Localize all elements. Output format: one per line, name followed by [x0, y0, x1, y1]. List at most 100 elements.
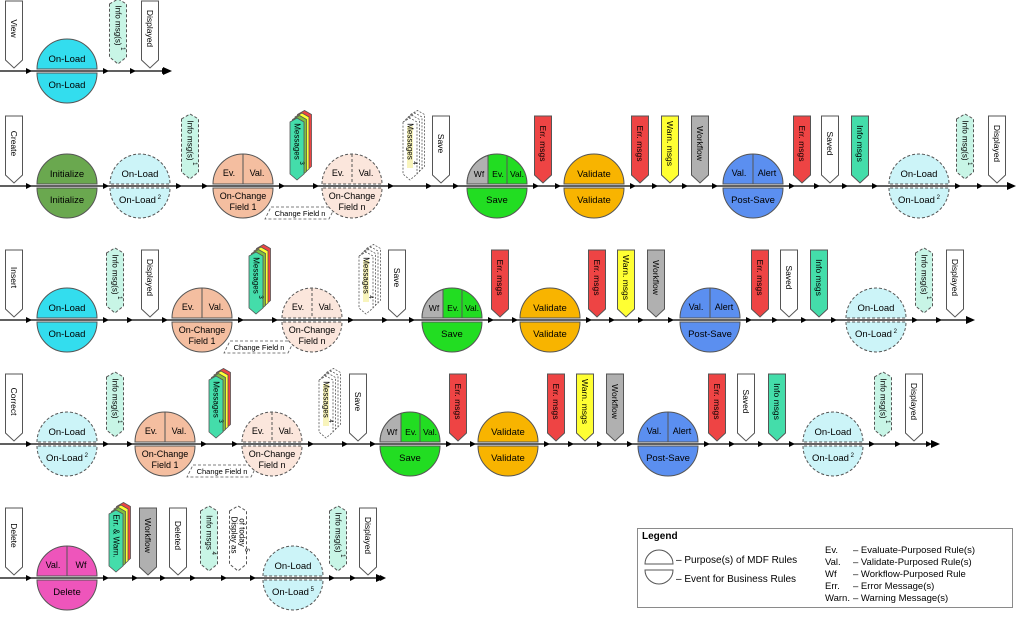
note-label: Info msg(s) 1	[111, 378, 123, 424]
message-note	[329, 505, 347, 572]
banner-label-err-msgs: Err. msgs	[712, 384, 722, 420]
event-label: Validate	[533, 329, 567, 340]
arrow-head	[627, 441, 633, 447]
purpose-label: On-Load	[49, 54, 86, 65]
purpose-label: Ev.	[182, 302, 194, 312]
banner-label-err-msgs: Err. msgs	[495, 260, 505, 296]
rule-event-half	[679, 321, 741, 353]
arrow-head	[544, 441, 550, 447]
change-field-label: Change Field n	[197, 467, 248, 476]
arrow-head	[955, 183, 961, 189]
arrow-head	[568, 441, 574, 447]
legend-purpose: – Purpose(s) of MDF Rules	[676, 555, 798, 566]
message-note	[229, 505, 247, 572]
rule-event-half	[722, 187, 784, 219]
arrow-head	[758, 441, 764, 447]
step-correct-6: Messages 4	[318, 368, 348, 447]
legend-box: Legend – Purpose(s) of MDF Rules – Event…	[637, 528, 1013, 608]
step-view-3: Displayed	[141, 0, 168, 74]
banner-label-warn-msgs: Warn. msgs	[665, 121, 675, 166]
purpose-label: Wf	[429, 303, 440, 313]
step-banner	[780, 249, 798, 318]
purpose-label: Val.	[319, 302, 334, 312]
note-label: Info msg(s) 1	[920, 254, 932, 300]
rule-purpose-half	[36, 287, 98, 319]
event-label: On-Change	[142, 449, 189, 459]
event-label: On-Change	[289, 325, 336, 335]
event-label: Field n	[338, 202, 365, 212]
step-banner	[491, 249, 509, 318]
banner-label-saved: Saved	[784, 265, 794, 289]
step-correct-20: Displayed	[905, 373, 932, 447]
rule-event-half	[171, 321, 233, 353]
arrow-head	[814, 183, 820, 189]
flow-end-arrow	[376, 574, 385, 582]
event-label: Post-Save	[731, 195, 775, 206]
purpose-label: Val.	[732, 168, 747, 178]
banner-label-info-msgs: Info msgs	[855, 125, 865, 162]
arrow-head	[872, 183, 878, 189]
change-field-label: Change Field n	[234, 343, 285, 352]
banner-label-err-msgs: Err. msgs	[538, 126, 548, 162]
step-banner	[576, 373, 594, 442]
step-insert-16: Err. msgs	[751, 249, 778, 323]
banner-label-view: View	[9, 19, 19, 38]
arrow-head	[132, 575, 138, 581]
purpose-label: On-Load	[815, 427, 852, 438]
arrow-head	[127, 317, 133, 323]
step-banner	[647, 249, 665, 318]
arrow-head	[350, 575, 356, 581]
arrow-head	[221, 575, 227, 581]
step-create-13: Warn. msgs	[661, 115, 688, 189]
arrow-head	[488, 317, 494, 323]
banner-label-correct: Correct	[9, 388, 19, 417]
step-create-12: Err. msgs	[631, 115, 658, 189]
step-banner	[708, 373, 726, 442]
rule-event-half	[466, 187, 528, 219]
rule-purpose-half	[845, 287, 907, 319]
step-banner	[359, 507, 377, 576]
purpose-label: Validate	[577, 169, 611, 180]
banner-label-displayed: Displayed	[363, 517, 373, 555]
step-create-3: Info msg(s) 1	[181, 113, 208, 189]
step-correct-13: Workflow	[606, 373, 633, 447]
event-label: On-Change	[179, 325, 226, 335]
arrow-head	[638, 317, 644, 323]
rule-event-half	[134, 445, 196, 477]
arrow-head	[446, 441, 452, 447]
banner-label-workflow: Workflow	[610, 384, 620, 420]
arrow-head	[202, 183, 208, 189]
arrow-head	[682, 183, 688, 189]
banner-label-saved: Saved	[741, 389, 751, 413]
step-insert-0: Insert	[5, 249, 32, 323]
banner-label-workflow: Workflow	[651, 260, 661, 296]
note-label-2: of today 5	[238, 518, 250, 552]
rule-event-half	[637, 445, 699, 477]
arrow-head	[388, 183, 394, 189]
banner-label-insert: Insert	[9, 267, 19, 289]
arrow-head	[103, 183, 109, 189]
step-banner	[768, 373, 786, 442]
rule-purpose-half	[477, 411, 539, 443]
event-label: Save	[441, 329, 463, 340]
stack-label: Messages 4	[406, 123, 418, 165]
note-label: Info msg(s) 1	[961, 120, 973, 166]
arrow-head	[533, 183, 539, 189]
arrow-head	[160, 575, 166, 581]
step-banner	[169, 507, 187, 576]
step-banner	[141, 249, 159, 318]
rule-event-half	[563, 187, 625, 219]
banner-label-save: Save	[392, 268, 402, 288]
arrow-head	[704, 441, 710, 447]
event-label: Post-Save	[688, 329, 732, 340]
arrow-head	[426, 183, 432, 189]
legend-title: Legend	[642, 531, 678, 542]
rule-purpose-half	[109, 153, 171, 185]
event-label: On-Change	[329, 191, 376, 201]
message-note	[874, 371, 892, 438]
